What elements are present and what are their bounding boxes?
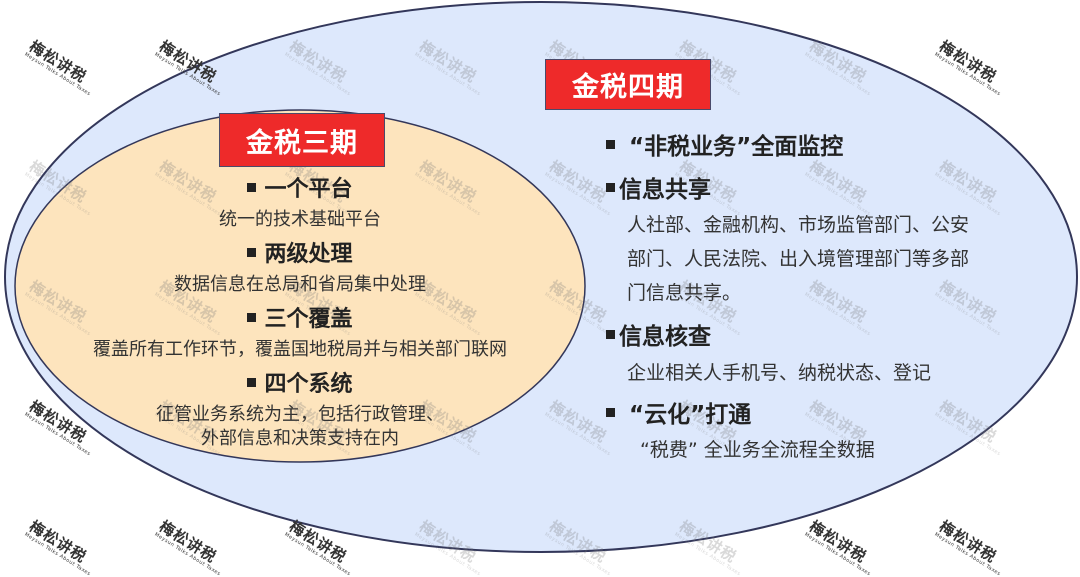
item-desc: 征管业务系统为主，包括行政管理、 [156,404,444,425]
phase3-title-label: 金税三期 [219,113,385,167]
bullet-icon [247,247,257,257]
phase3-title: 金税三期 [246,127,358,159]
item-desc: “税费” 全业务全流程全数据 [640,439,875,461]
item-desc: 统一的技术基础平台 [219,209,381,230]
item-desc: 人社部、金融机构、市场监管部门、公安 [627,214,970,236]
item-desc: 覆盖所有工作环节，覆盖国地税局并与相关部门联网 [93,339,507,360]
item-desc: 部门、人民法院、出入境管理部门等多部 [627,248,970,270]
bullet-icon [247,182,257,192]
phase4-title-label: 金税四期 [545,59,711,110]
bullet-icon [247,312,257,322]
bullet-icon [247,377,257,387]
phase3-item-coverage: 三个覆盖 覆盖所有工作环节，覆盖国地税局并与相关部门联网 [20,301,580,362]
item-heading: 信息共享 [619,177,711,203]
item-heading: “云化”打通 [629,402,752,428]
phase3-item-systems: 四个系统 征管业务系统为主，包括行政管理、 外部信息和决策支持在内 [20,366,580,451]
phase4-item-info-verification: 信息核查 [606,317,711,351]
item-heading: 信息核查 [619,324,711,350]
phase3-item-platform: 一个平台 统一的技术基础平台 [20,171,580,232]
item-desc: 门信息共享。 [627,282,742,304]
item-heading: “非税业务”全面监控 [629,134,844,160]
item-desc: 数据信息在总局和省局集中处理 [174,274,426,295]
phase3-item-processing: 两级处理 数据信息在总局和省局集中处理 [20,236,580,297]
phase4-item-nontax-monitoring: “非税业务”全面监控 [606,127,843,161]
phase4-item-info-sharing: 信息共享 [606,170,711,204]
phase4-item-cloud-integration: “云化”打通 [606,395,751,429]
bullet-icon [606,330,615,339]
phase4-title: 金税四期 [572,72,684,103]
bullet-icon [606,183,615,192]
bullet-icon [606,140,615,149]
item-desc: 外部信息和决策支持在内 [201,428,399,449]
item-heading: 一个平台 [264,177,353,202]
item-desc: 企业相关人手机号、纳税状态、登记 [627,362,932,384]
item-heading: 两级处理 [264,242,353,267]
bullet-icon [606,408,615,417]
item-heading: 三个覆盖 [264,307,353,332]
phase3-inner-ellipse [14,109,586,463]
item-heading: 四个系统 [264,372,353,397]
